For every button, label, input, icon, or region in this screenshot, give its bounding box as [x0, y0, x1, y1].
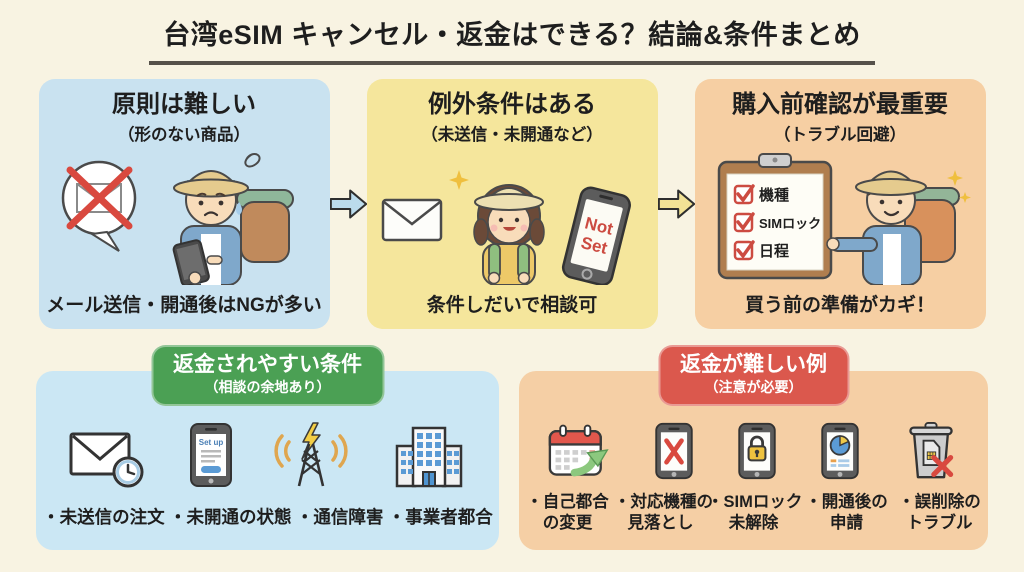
- hard-refund-label-2: ・対応機種の 見落とし: [614, 493, 713, 532]
- hard-refund-label-1: ・自己都合 の変更: [526, 493, 609, 532]
- checklist-item-1: 機種: [759, 186, 789, 204]
- trash-sim-icon: [908, 422, 953, 479]
- phone-x-icon: [654, 422, 693, 480]
- easy-refund-label-1: ・未送信の注文: [42, 507, 165, 527]
- worried-traveler-illustration: [47, 145, 322, 290]
- checklist-item-2: SIMロック: [759, 216, 821, 231]
- card-precheck-important: 購入前確認が最重要 （トラブル回避） 機種 SIMロック: [694, 79, 986, 329]
- hard-refund-labels: ・自己都合 の変更 ・対応機種の 見落とし ・SIMロック 未解除 ・開通後の …: [519, 492, 988, 533]
- badge-title: 返金が難しい例: [680, 353, 827, 376]
- building-icon: [395, 426, 463, 488]
- badge-subtitle: （注意が必要）: [704, 379, 803, 396]
- card-caption: メール送信・開通後はNGが多い: [46, 295, 322, 316]
- page-title: 台湾eSIM キャンセル・返金はできる？結論&条件まとめ: [149, 13, 875, 65]
- hard-refund-label-3: ・SIMロック 未解除: [707, 493, 803, 532]
- badge-title: 返金されやすい条件: [173, 353, 362, 376]
- panel-hard-refund: 返金が難しい例 （注意が必要）: [519, 345, 988, 550]
- easy-refund-icons: Set up: [36, 416, 499, 488]
- hard-refund-label-5: ・誤削除の トラブル: [898, 493, 981, 532]
- card-title: 購入前確認が最重要: [732, 91, 948, 118]
- easy-refund-labels: ・未送信の注文 ・未開通の状態 ・通信障害 ・事業者都合: [36, 504, 499, 529]
- right-arrow-icon: [329, 189, 367, 219]
- panel-easy-refund: 返金されやすい条件 （相談の余地あり）: [36, 345, 499, 550]
- mail-woman-phone-icon: Not Set: [381, 170, 631, 286]
- header: 台湾eSIM キャンセル・返金はできる？結論&条件まとめ: [0, 0, 1024, 65]
- woman-notset-illustration: Not Set: [375, 145, 650, 290]
- phone-chart-icon: [820, 422, 859, 480]
- card-caption: 条件しだいで相談可: [426, 295, 598, 316]
- steps-row: 原則は難しい （形のない商品）: [0, 79, 1024, 329]
- phone-setup-screen-text: Set up: [198, 438, 223, 447]
- hard-refund-badge: 返金が難しい例 （注意が必要）: [658, 345, 849, 407]
- card-principle-difficult: 原則は難しい （形のない商品）: [38, 79, 330, 329]
- arrow-1: [329, 79, 367, 329]
- badge-subtitle: （相談の余地あり）: [204, 379, 331, 396]
- card-subtitle: （形のない商品）: [118, 126, 250, 145]
- right-arrow-icon: [657, 189, 695, 219]
- card-title: 原則は難しい: [112, 91, 256, 118]
- easy-refund-badge: 返金されやすい条件 （相談の余地あり）: [151, 345, 384, 407]
- panels-row: 返金されやすい条件 （相談の余地あり）: [0, 345, 1024, 550]
- signal-tower-icon: [274, 422, 348, 487]
- arrow-2: [657, 79, 695, 329]
- checklist-item-3: 日程: [759, 243, 789, 260]
- phone-lock-icon: [737, 422, 776, 480]
- checklist-traveler-illustration: 機種 SIMロック 日程: [703, 145, 978, 290]
- easy-refund-label-4: ・事業者都合: [387, 507, 493, 527]
- hard-refund-icons: [519, 416, 988, 480]
- calendar-change-icon: [548, 424, 609, 477]
- card-subtitle: （トラブル回避）: [774, 126, 906, 145]
- envelope-clock-icon: [69, 432, 144, 488]
- card-title: 例外条件はある: [428, 91, 596, 118]
- phone-setup-icon: Set up: [189, 423, 232, 487]
- crossed-mail-traveler-icon: [61, 153, 294, 286]
- card-exception-conditions: 例外条件はある （未送信・未開通など）: [366, 79, 658, 329]
- card-caption: 買う前の準備がカギ！: [744, 295, 935, 316]
- checklist-clipboard-icon: 機種 SIMロック 日程: [717, 153, 971, 286]
- easy-refund-label-3: ・通信障害: [295, 507, 384, 527]
- card-subtitle: （未送信・未開通など）: [421, 126, 603, 145]
- hard-refund-label-4: ・開通後の 申請: [805, 493, 888, 532]
- easy-refund-label-2: ・未開通の状態: [169, 507, 292, 527]
